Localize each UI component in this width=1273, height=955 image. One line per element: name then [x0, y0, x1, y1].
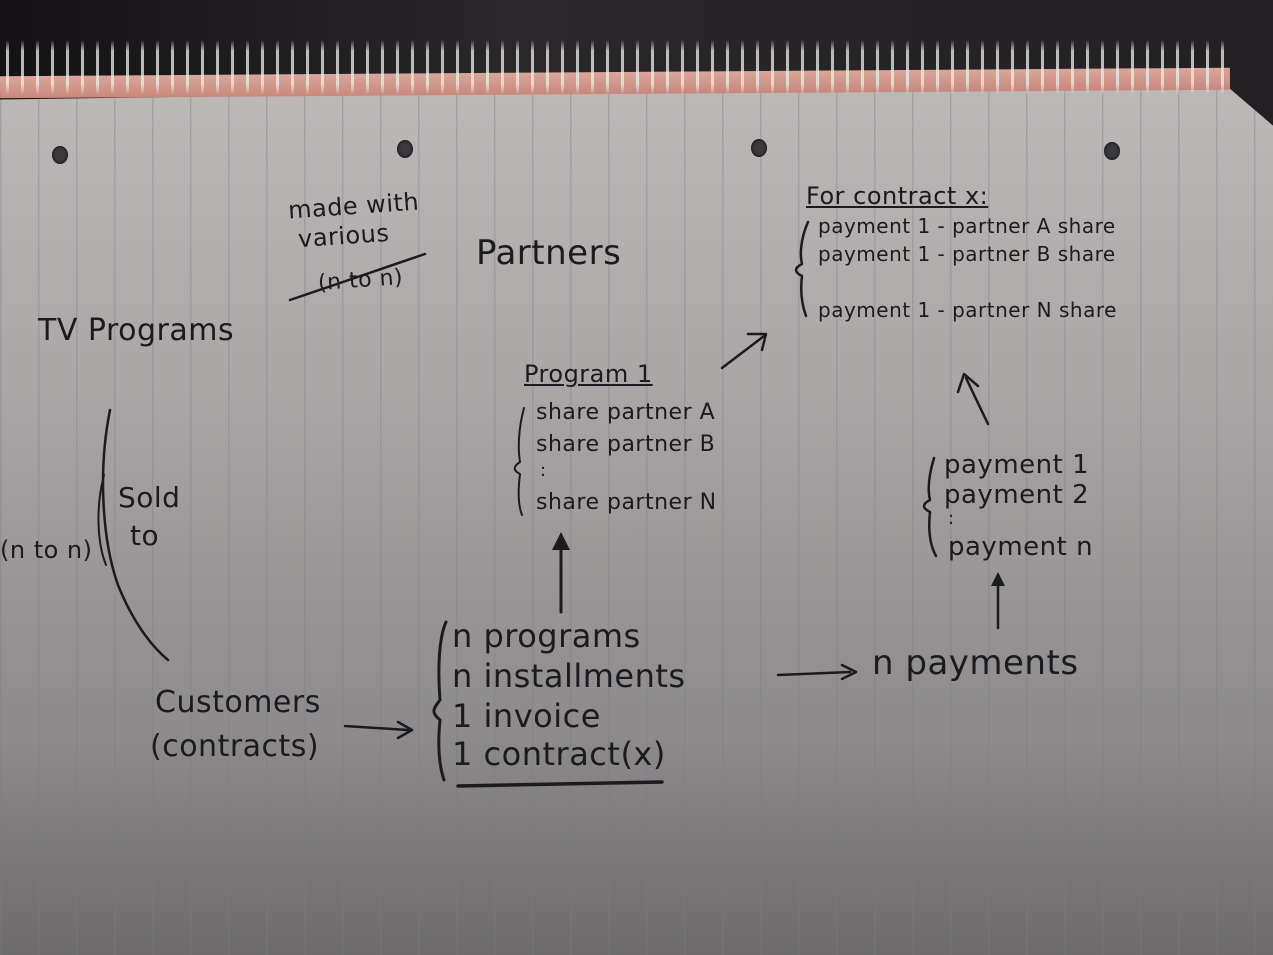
- binder-hole: [1104, 142, 1120, 160]
- program-to-contract-arrow: [720, 334, 766, 370]
- contract-payment-share: payment 1 - partner B share: [818, 242, 1116, 266]
- payments-up-arrow-head: [991, 572, 1005, 586]
- contract-item: n installments: [452, 657, 686, 695]
- contract-item: 1 contract(x): [452, 735, 666, 773]
- program-to-contract-arrow-head: [746, 332, 768, 352]
- customers-arrow: [343, 724, 410, 732]
- customers-arrow-head: [396, 720, 414, 740]
- sold-to-cardinality: (n to n): [0, 536, 93, 564]
- payment-item: payment n: [948, 532, 1094, 562]
- payment-brace: [922, 456, 938, 558]
- installments-arrow: [776, 670, 852, 677]
- spiral-binding: [0, 40, 1230, 95]
- program-share-item: share partner N: [536, 490, 717, 515]
- sold-to-curve-line-2: [97, 474, 107, 566]
- notebook-page: [0, 82, 1273, 955]
- binder-hole: [52, 146, 68, 164]
- contract-brace: [432, 620, 448, 782]
- payments-to-contract-arrow-head: [956, 372, 980, 394]
- partners-label: Partners: [476, 233, 622, 273]
- program-share-item: share partner B: [536, 432, 716, 457]
- contract-item: n programs: [452, 617, 641, 655]
- binder-hole: [751, 139, 767, 157]
- contract-payment-share: payment 1 - partner N share: [818, 298, 1117, 322]
- installments-arrow-head: [840, 663, 858, 681]
- contract-block-brace: [794, 220, 810, 318]
- payment-item: payment 1: [944, 450, 1090, 480]
- payment-item: payment 2: [944, 480, 1090, 510]
- customers-label: Customers: [155, 685, 321, 720]
- programs-up-arrow-head: [552, 532, 570, 550]
- made-with-slash-line: [288, 252, 427, 302]
- payment-ellipsis: :: [948, 508, 955, 529]
- n-payments-label: n payments: [872, 643, 1079, 683]
- customers-sublabel: (contracts): [150, 729, 320, 764]
- sold-to-curve-line: [101, 408, 170, 662]
- program-share-item: share partner A: [536, 400, 716, 425]
- tv-programs-label: TV Programs: [38, 313, 235, 348]
- binder-hole: [397, 140, 413, 158]
- sold-to-label-line2: to: [130, 519, 160, 552]
- contract-underline: [456, 780, 664, 788]
- program-brace: [513, 407, 525, 516]
- program-share-ellipsis: :: [540, 460, 547, 481]
- program-block-title: Program 1: [524, 360, 653, 388]
- contract-item: 1 invoice: [452, 697, 601, 735]
- sold-to-label-line1: Sold: [118, 481, 181, 514]
- contract-block-title: For contract x:: [806, 182, 989, 210]
- payments-to-contract-arrow: [964, 376, 990, 426]
- contract-payment-share: payment 1 - partner A share: [818, 214, 1116, 238]
